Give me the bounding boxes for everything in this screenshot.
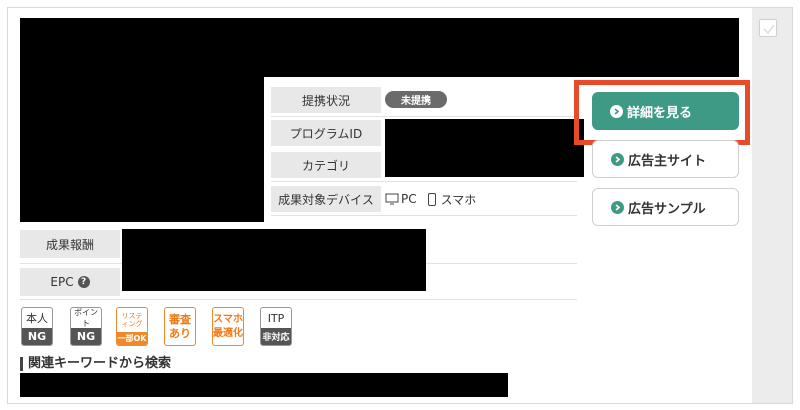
tag-bottom: NG: [71, 328, 101, 345]
status-badge: 未提携: [385, 91, 447, 108]
help-icon[interactable]: ?: [77, 276, 90, 288]
chevron-right-icon: [610, 104, 623, 118]
tag-line: スマホ: [213, 313, 243, 325]
smartphone-icon: [427, 192, 436, 206]
redacted-program-info: [385, 119, 584, 177]
tag-review: 審査 あり: [164, 307, 196, 346]
device-values: PC スマホ: [385, 186, 476, 212]
tag-point: ポイント NG: [70, 307, 102, 346]
device-mobile: スマホ: [440, 192, 477, 207]
keyword-search-heading: 関連キーワードから検索: [20, 357, 171, 371]
tag-bottom: 一部OK: [117, 332, 147, 345]
epc-label-text: EPC: [50, 275, 74, 289]
advertiser-site-button[interactable]: 広告主サイト: [592, 140, 739, 178]
divider: [271, 181, 577, 182]
epc-label: EPC ?: [20, 268, 120, 296]
highlight-box: [574, 80, 750, 145]
chevron-right-icon: [611, 152, 624, 166]
reward-label: 成果報酬: [20, 230, 120, 258]
tag-line: 最適化: [213, 327, 243, 339]
category-label: カテゴリ: [271, 152, 381, 178]
device-pc: PC: [401, 192, 417, 206]
chevron-right-icon: [611, 200, 624, 214]
detail-button-label: 詳細を見る: [627, 105, 693, 121]
select-column: [752, 8, 792, 403]
tag-top: リスティング: [121, 312, 143, 328]
redacted-thumbnail: [20, 77, 264, 222]
check-icon: [763, 24, 775, 35]
redacted-keywords: [20, 373, 508, 397]
divider: [20, 299, 577, 300]
redacted-header: [20, 18, 739, 77]
detail-button[interactable]: 詳細を見る: [592, 92, 739, 130]
tag-line: 審査: [169, 312, 191, 326]
redacted-reward-values: [122, 229, 426, 291]
tag-top: ITP: [267, 311, 285, 325]
tag-itp: ITP 非対応: [260, 307, 292, 346]
select-checkbox[interactable]: [759, 19, 777, 37]
tag-bottom: 非対応: [261, 328, 291, 345]
advertiser-site-label: 広告主サイト: [628, 153, 707, 169]
tag-mobile-optimized: スマホ 最適化: [212, 307, 244, 346]
divider: [271, 215, 577, 216]
tag-bottom: NG: [22, 328, 52, 345]
device-label: 成果対象デバイス: [271, 186, 381, 212]
status-label: 提携状況: [271, 87, 381, 113]
ad-sample-label: 広告サンプル: [628, 201, 706, 217]
pc-icon: [385, 193, 399, 205]
tag-top: ポイント: [74, 308, 98, 328]
tag-listing: リスティング 一部OK: [116, 307, 148, 346]
divider: [271, 116, 577, 117]
ad-sample-button[interactable]: 広告サンプル: [592, 188, 739, 226]
tag-line: あり: [169, 326, 191, 340]
program-id-label: プログラムID: [271, 120, 381, 146]
tag-top: 本人: [26, 312, 48, 325]
tag-self-purchase: 本人 NG: [21, 307, 53, 346]
